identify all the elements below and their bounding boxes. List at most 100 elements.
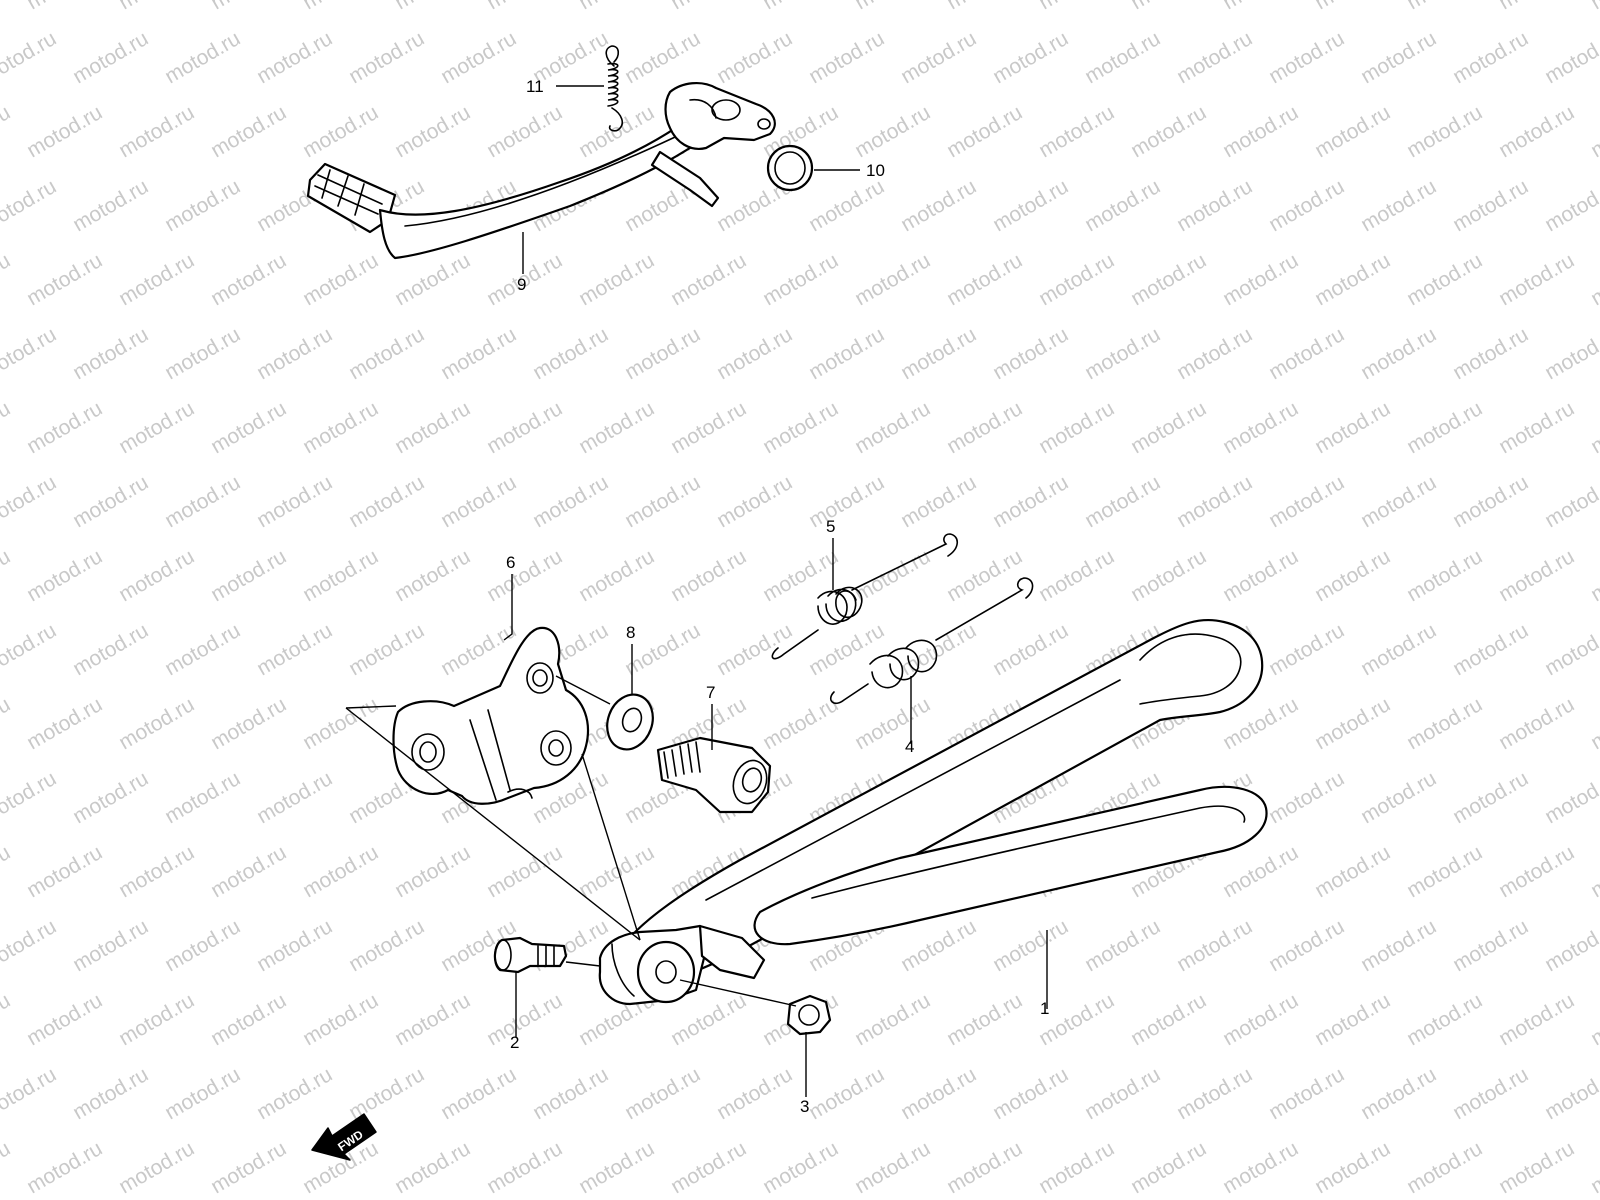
watermark-text: motod.ru	[1495, 1137, 1578, 1198]
watermark-text: motod.ru	[1587, 0, 1600, 14]
watermark-text: motod.ru	[161, 767, 244, 828]
watermark-text: motod.ru	[23, 249, 106, 310]
watermark-text: motod.ru	[1265, 619, 1348, 680]
watermark-text: motod.ru	[529, 1063, 612, 1124]
watermark-text: motod.ru	[1357, 471, 1440, 532]
watermark-text: motod.ru	[667, 397, 750, 458]
watermark-text: motod.ru	[943, 101, 1026, 162]
watermark-text: motod.ru	[0, 915, 60, 976]
watermark-text: motod.ru	[483, 101, 566, 162]
watermark-text: motod.ru	[0, 989, 14, 1050]
watermark-text: motod.ru	[1173, 175, 1256, 236]
watermark-text: motod.ru	[207, 989, 290, 1050]
watermark-text: motod.ru	[529, 471, 612, 532]
watermark-text: motod.ru	[0, 841, 14, 902]
watermark-text: motod.ru	[437, 471, 520, 532]
watermark-text: motod.ru	[897, 175, 980, 236]
watermark-text: motod.ru	[1265, 915, 1348, 976]
watermark-text: motod.ru	[621, 27, 704, 88]
watermark-text: motod.ru	[851, 545, 934, 606]
watermark-text: motod.ru	[0, 175, 60, 236]
watermark-text: motod.ru	[299, 545, 382, 606]
watermark-text: motod.ru	[1311, 0, 1394, 14]
watermark-text: motod.ru	[989, 27, 1072, 88]
watermark-text: motod.ru	[1541, 1063, 1600, 1124]
watermark-text: motod.ru	[161, 915, 244, 976]
watermark-text: motod.ru	[1265, 323, 1348, 384]
watermark-text: motod.ru	[1587, 397, 1600, 458]
watermark-text: motod.ru	[1587, 545, 1600, 606]
watermark-text: motod.ru	[1311, 545, 1394, 606]
watermark-text: motod.ru	[1265, 1063, 1348, 1124]
watermark-text: motod.ru	[161, 27, 244, 88]
watermark-text: motod.ru	[345, 27, 428, 88]
watermark-text: motod.ru	[207, 545, 290, 606]
watermark-text: motod.ru	[1035, 1137, 1118, 1198]
watermark-text: motod.ru	[667, 545, 750, 606]
watermark-text: motod.ru	[1449, 175, 1532, 236]
watermark-text: motod.ru	[0, 101, 14, 162]
watermark-text: motod.ru	[1265, 27, 1348, 88]
watermark-text: motod.ru	[529, 323, 612, 384]
watermark-text: motod.ru	[23, 989, 106, 1050]
watermark-text: motod.ru	[989, 471, 1072, 532]
watermark-text: motod.ru	[0, 767, 60, 828]
watermark-text: motod.ru	[1173, 323, 1256, 384]
watermark-text: motod.ru	[69, 471, 152, 532]
watermark-text: motod.ru	[299, 249, 382, 310]
watermark-text: motod.ru	[575, 249, 658, 310]
watermark-text: motod.ru	[851, 397, 934, 458]
watermark-text: motod.ru	[483, 397, 566, 458]
watermark-text: motod.ru	[207, 693, 290, 754]
watermark-text: motod.ru	[0, 1063, 60, 1124]
watermark-text: motod.ru	[207, 249, 290, 310]
watermark-text: motod.ru	[1219, 0, 1302, 14]
watermark-text: motod.ru	[299, 101, 382, 162]
watermark-text: motod.ru	[575, 545, 658, 606]
watermark-text: motod.ru	[1035, 545, 1118, 606]
watermark-text: motod.ru	[69, 323, 152, 384]
watermark-text: motod.ru	[1541, 915, 1600, 976]
watermark-text: motod.ru	[897, 915, 980, 976]
watermark-text: motod.ru	[0, 693, 14, 754]
watermark-text: motod.ru	[897, 27, 980, 88]
watermark-text: motod.ru	[1127, 989, 1210, 1050]
watermark-text: motod.ru	[69, 175, 152, 236]
watermark-text: motod.ru	[1311, 397, 1394, 458]
watermark-text: motod.ru	[345, 915, 428, 976]
watermark-text: motod.ru	[1127, 545, 1210, 606]
watermark-text: motod.ru	[621, 471, 704, 532]
washer-8	[606, 693, 654, 751]
watermark-text: motod.ru	[1081, 471, 1164, 532]
watermark-text: motod.ru	[1219, 101, 1302, 162]
watermark-text: motod.ru	[1357, 323, 1440, 384]
watermark-text: motod.ru	[391, 841, 474, 902]
watermark-text: motod.ru	[1173, 1063, 1256, 1124]
watermark-text: motod.ru	[621, 1063, 704, 1124]
callout-4: 4	[905, 737, 914, 756]
watermark-text: motod.ru	[23, 0, 106, 14]
watermark-text: motod.ru	[943, 0, 1026, 14]
watermark-text: motod.ru	[1311, 693, 1394, 754]
watermark-text: motod.ru	[483, 989, 566, 1050]
watermark-text: motod.ru	[989, 323, 1072, 384]
watermark-text: motod.ru	[1311, 1137, 1394, 1198]
watermark-text: motod.ru	[989, 619, 1072, 680]
stand-1	[598, 618, 1268, 1006]
bolt-7	[656, 736, 772, 814]
watermark-text: motod.ru	[1587, 693, 1600, 754]
watermark-text: motod.ru	[1403, 249, 1486, 310]
watermark-text: motod.ru	[713, 1063, 796, 1124]
watermark-text: motod.ru	[345, 1063, 428, 1124]
watermark-text: motod.ru	[1035, 0, 1118, 14]
watermark-text: motod.ru	[1311, 101, 1394, 162]
watermark-text: motod.ru	[115, 841, 198, 902]
watermark-text: motod.ru	[1403, 0, 1486, 14]
watermark-text: motod.ru	[805, 619, 888, 680]
watermark-text: motod.ru	[943, 545, 1026, 606]
watermark-text: motod.ru	[943, 249, 1026, 310]
watermark-text: motod.ru	[805, 27, 888, 88]
watermark-text: motod.ru	[115, 397, 198, 458]
watermark-text: motod.ru	[253, 1063, 336, 1124]
watermark-text: motod.ru	[805, 323, 888, 384]
